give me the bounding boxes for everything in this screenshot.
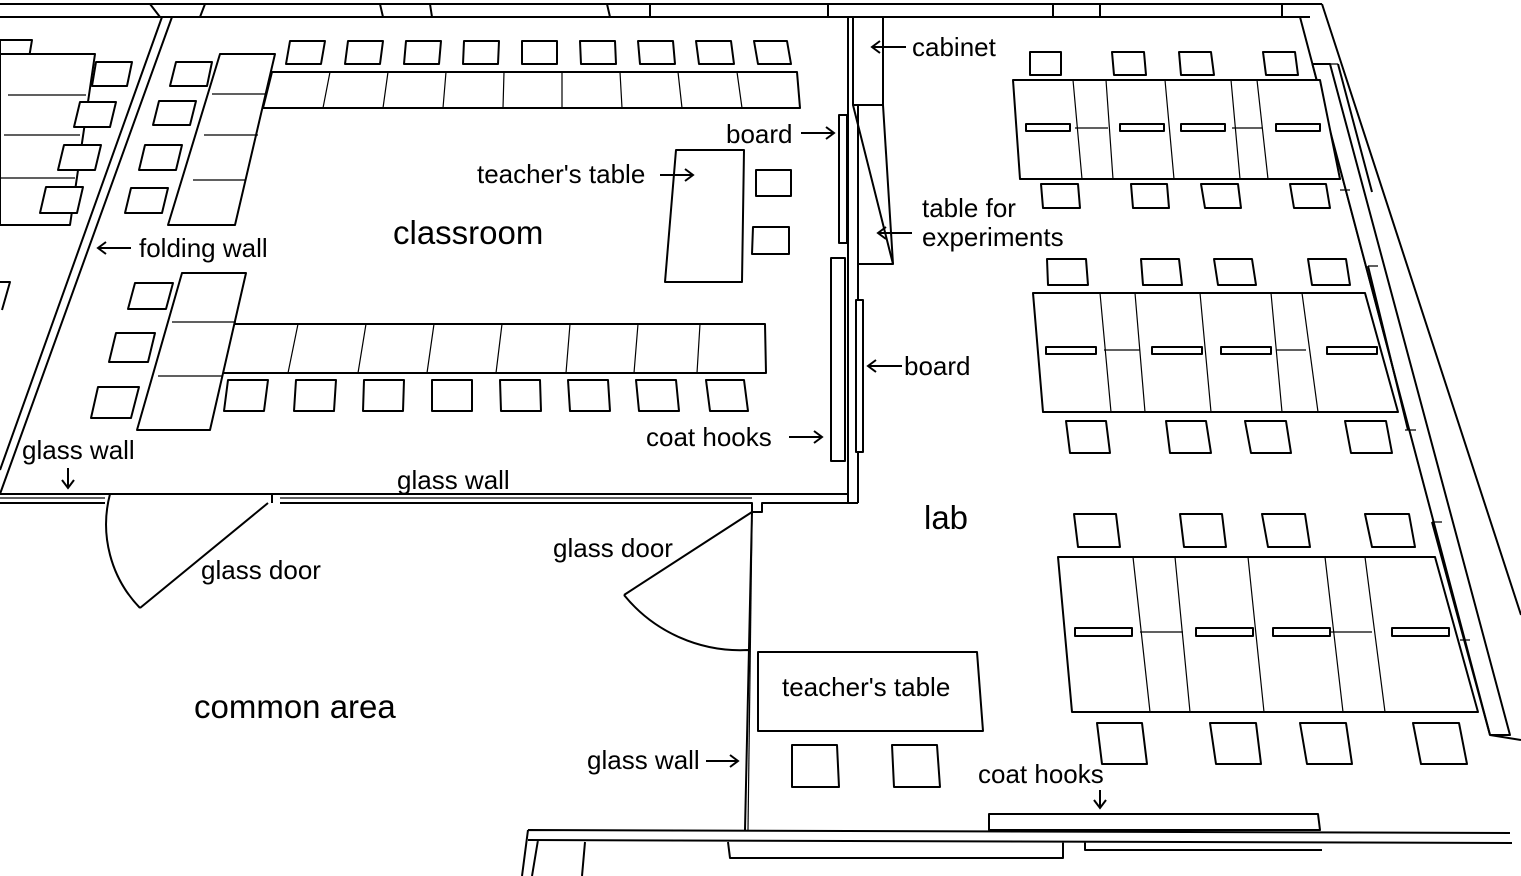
coat-hooks-lab-shape	[988, 813, 1321, 831]
lab-furniture	[757, 51, 1479, 831]
labels: classroom lab common area cabinet board …	[22, 32, 1104, 789]
lab-fixtures	[830, 16, 894, 462]
left-room-furniture	[0, 39, 133, 311]
label-glass-door-right: glass door	[553, 533, 673, 563]
classroom-bottom-chairs	[223, 379, 749, 412]
doors	[105, 493, 753, 831]
label-teachers-table-classroom: teacher's table	[477, 159, 645, 189]
coat-hooks-classroom-shape	[830, 257, 846, 462]
board-classroom-shape	[838, 114, 848, 244]
label-teachers-table-lab: teacher's table	[782, 672, 950, 702]
bottom-wall	[521, 829, 1513, 876]
label-board-lab: board	[904, 351, 971, 381]
label-table-for-experiments-line2: experiments	[922, 222, 1064, 252]
label-table-for-experiments-line1: table for	[922, 193, 1016, 223]
right-outer-wall	[1299, 3, 1521, 741]
room-label-lab: lab	[924, 499, 968, 536]
label-glass-wall-front: glass wall	[397, 465, 510, 495]
label-cabinet: cabinet	[912, 32, 997, 62]
room-label-common-area: common area	[194, 688, 396, 725]
label-coat-hooks-lab: coat hooks	[978, 759, 1104, 789]
teachers-table-classroom-shape	[664, 149, 745, 283]
label-glass-wall-left: glass wall	[22, 435, 135, 465]
teachers-table-lab-shape	[757, 651, 984, 732]
room-label-classroom: classroom	[393, 214, 543, 251]
label-board-classroom: board	[726, 119, 793, 149]
label-arrows	[61, 40, 1107, 810]
cabinet-shape	[852, 16, 884, 106]
board-lab-shape	[855, 299, 864, 453]
classroom-top-chairs	[285, 40, 792, 65]
label-glass-wall-lab: glass wall	[587, 745, 700, 775]
back-wall	[0, 3, 1322, 18]
label-coat-hooks-classroom: coat hooks	[646, 422, 772, 452]
label-glass-door-left: glass door	[201, 555, 321, 585]
classroom-furniture	[90, 40, 801, 431]
label-folding-wall: folding wall	[139, 233, 268, 263]
